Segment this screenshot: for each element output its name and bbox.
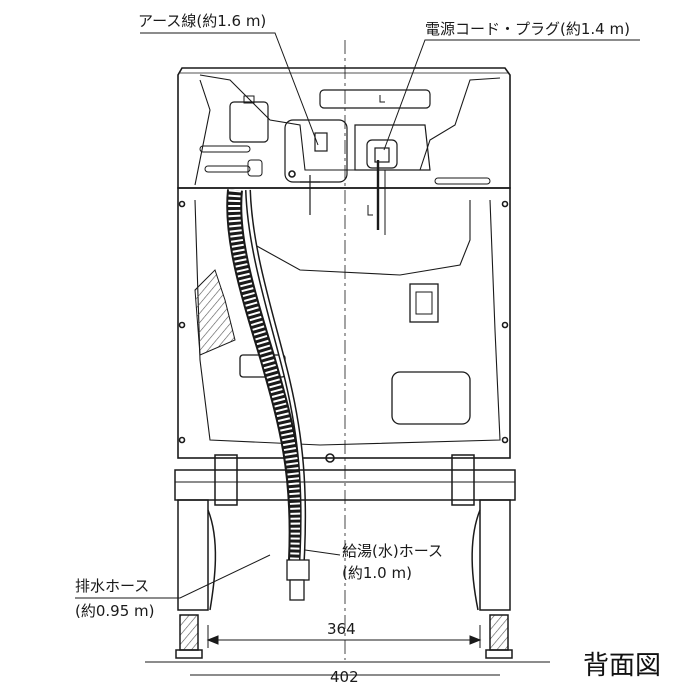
drain-hose xyxy=(226,189,305,561)
inner-width-dimension: 364 xyxy=(327,620,356,638)
base-frame xyxy=(145,454,550,663)
supply-hose xyxy=(245,189,310,601)
power-cord-label: 電源コード・プラグ(約1.4 m) xyxy=(425,20,630,38)
supply-hose-length: (約1.0 m) xyxy=(342,564,412,582)
leader-lines xyxy=(75,32,640,599)
drain-hose-label: 排水ホース xyxy=(75,577,150,595)
earth-wire-label: アース線(約1.6 m) xyxy=(138,12,267,30)
drain-hose-length: (約0.95 m) xyxy=(75,602,155,620)
outer-width-dimension: 402 xyxy=(330,668,359,686)
dimension-lines xyxy=(190,625,500,676)
supply-hose-label: 給湯(水)ホース xyxy=(342,542,443,560)
hatched-region xyxy=(194,269,236,356)
cabinet-body xyxy=(177,67,511,463)
view-title: 背面図 xyxy=(583,651,662,681)
